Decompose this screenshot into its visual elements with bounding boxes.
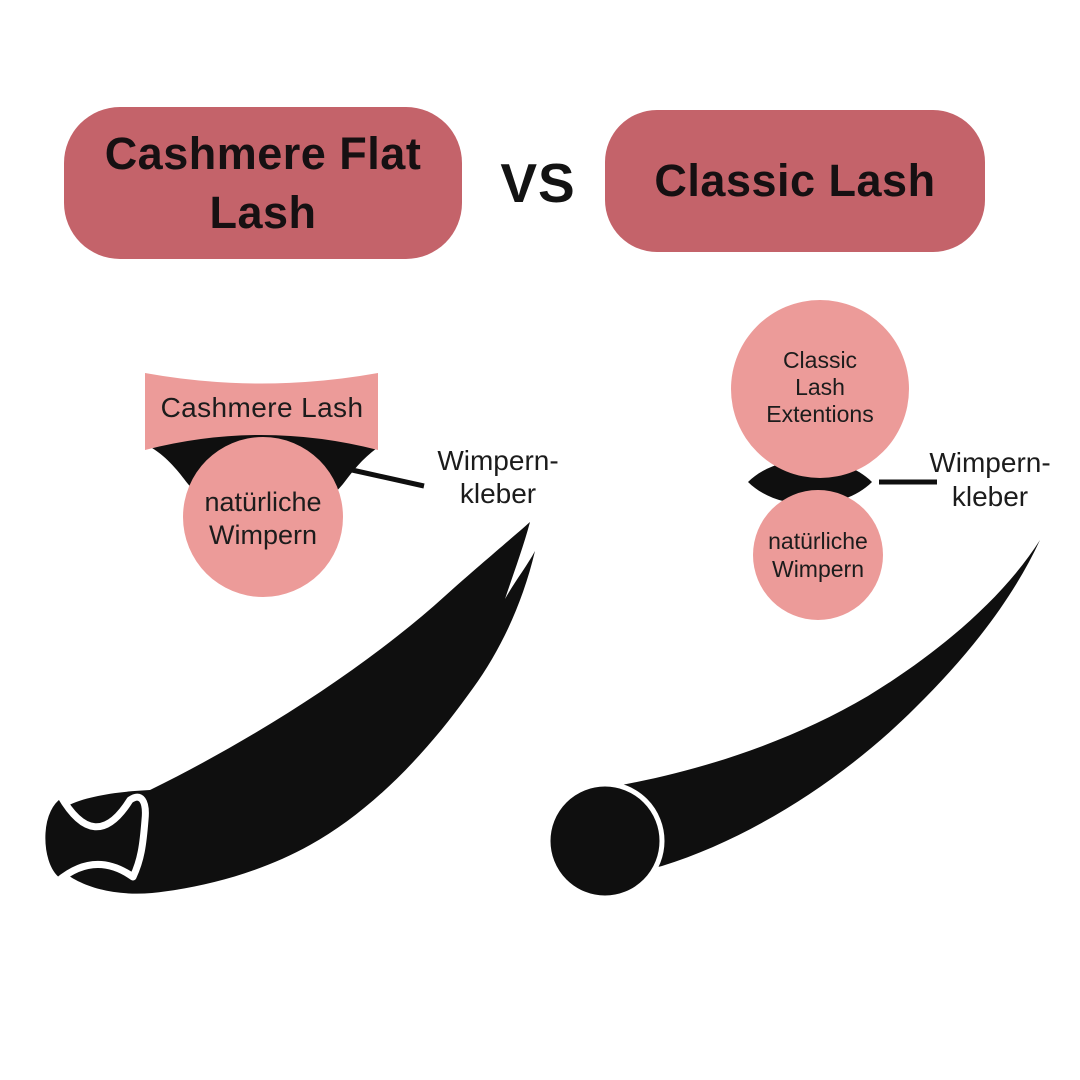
lash-glue-label-right: Wimpern- kleber (929, 447, 1051, 512)
classic-round-cross-section (545, 781, 665, 901)
cashmere-flat-lash-title: Cashmere Flat Lash (64, 107, 462, 259)
classic-lash-title: Classic Lash (605, 110, 985, 252)
classic-lash-silhouette (613, 540, 1040, 868)
natural-lashes-label-right: natürliche Wimpern (768, 528, 868, 582)
glue-pointer-line-left (351, 467, 425, 489)
cashmere-lash-strip-label: Cashmere Lash (160, 392, 364, 423)
lash-glue-label-left: Wimpern- kleber (437, 445, 559, 509)
classic-lash-extension-label: Classic Lash Extentions (766, 347, 874, 427)
natural-lashes-label-left: natürliche Wimpern (204, 487, 322, 550)
cashmere-flat-cross-section (38, 791, 149, 885)
classic-extension-circle (731, 300, 909, 478)
cashmere-lash-silhouette (43, 522, 535, 894)
vs-label: VS (500, 152, 576, 214)
cashmere-lash-strip-shape (145, 373, 378, 450)
natural-lash-circle-left (183, 437, 343, 597)
natural-lash-circle-right (753, 490, 883, 620)
